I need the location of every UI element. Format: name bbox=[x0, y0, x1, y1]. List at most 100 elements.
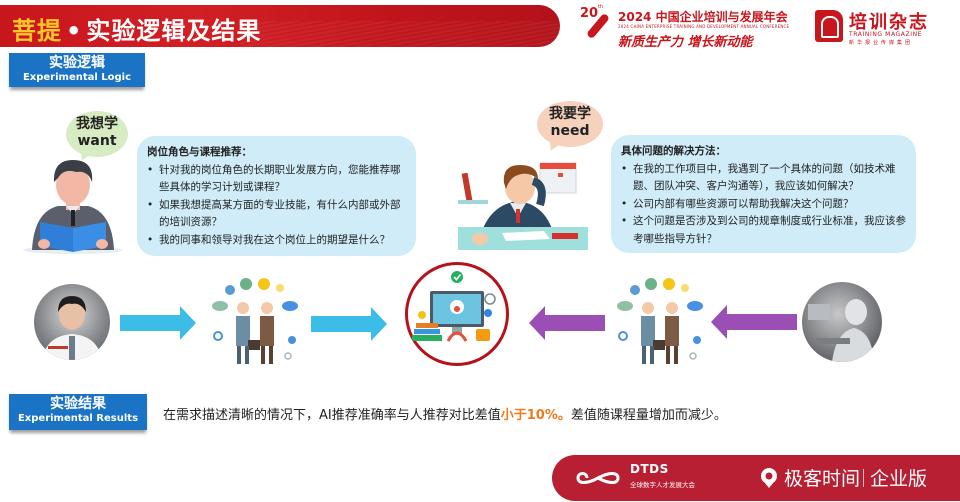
geektime-edition: 企业版 bbox=[870, 468, 928, 490]
briefcase-icon bbox=[653, 340, 665, 350]
desk-papers bbox=[502, 231, 550, 241]
worker-face bbox=[505, 170, 535, 204]
handshake-illustration-right bbox=[617, 278, 703, 364]
trend-icon bbox=[258, 278, 270, 290]
list-item: 如果我想提高某方面的专业技能，有什么内部或外部的培训资源？ bbox=[147, 197, 406, 232]
gear-icon bbox=[213, 331, 223, 341]
worker-hair bbox=[503, 165, 538, 189]
footer-divider bbox=[863, 469, 864, 487]
email-icon bbox=[693, 336, 701, 344]
logic-section-label: 实验逻辑 Experimental Logic bbox=[9, 53, 145, 87]
conference-title: 2024 中国企业培训与发展年会 bbox=[618, 10, 788, 24]
edition-suffix: th bbox=[598, 4, 604, 10]
businessman-right-head bbox=[261, 302, 273, 314]
worker-tie bbox=[516, 209, 520, 223]
chat-bubble-icon bbox=[212, 301, 228, 311]
chat-bubble-icon bbox=[687, 301, 703, 311]
shelf bbox=[458, 200, 488, 204]
reader-right-hand bbox=[96, 239, 108, 249]
magazine-publisher: 新华报业传媒集团 bbox=[849, 40, 914, 46]
email-icon bbox=[288, 336, 296, 344]
online-learning-illustration bbox=[412, 271, 496, 342]
dtds-name: DTDS bbox=[630, 462, 669, 476]
businessman-right bbox=[665, 316, 679, 346]
gear-icon bbox=[618, 331, 628, 341]
want-speech-bubble: 我想学 want bbox=[66, 111, 128, 157]
list-item: 在我的工作项目中，我遇到了一个具体的问题（如技术难题、团队冲突、客户沟通等），我… bbox=[621, 161, 906, 196]
flow-arrow-left bbox=[529, 306, 605, 340]
conference-mark-icon: 20 th bbox=[578, 4, 612, 48]
brand-name: 菩提 bbox=[12, 17, 62, 45]
role-course-title: 岗位角色与课程推荐： bbox=[147, 146, 252, 158]
reader-tie bbox=[71, 210, 75, 226]
reader-face bbox=[56, 165, 90, 205]
need-bubble-en: need bbox=[550, 123, 590, 139]
role-course-list: 针对我的岗位角色的长期职业发展方向，您能推荐哪些具体的学习计划或课程？ 如果我想… bbox=[147, 162, 406, 250]
human-advisor-photo bbox=[34, 284, 110, 360]
list-item: 公司内部有哪些资源可以帮助我解决这个问题？ bbox=[621, 196, 906, 214]
briefcase-icon bbox=[248, 340, 260, 350]
geektime-logo-icon bbox=[761, 468, 777, 488]
lightbulb-icon bbox=[276, 284, 284, 292]
problem-solving-list: 在我的工作项目中，我遇到了一个具体的问题（如技术难题、团队冲突、客户沟通等），我… bbox=[621, 161, 906, 249]
flow-arrow-right bbox=[120, 306, 196, 340]
learning-platform-circle bbox=[405, 262, 509, 366]
businessman-left bbox=[236, 316, 250, 346]
clipboard-icon bbox=[645, 278, 657, 290]
want-bubble-cn: 我想学 bbox=[76, 116, 118, 132]
pie-chart-icon bbox=[225, 285, 235, 295]
results-label-en: Experimental Results bbox=[17, 413, 139, 424]
businessman-left-head bbox=[642, 302, 654, 314]
list-item: 我的同事和领导对我在这个岗位上的期望是什么？ bbox=[147, 232, 406, 250]
results-highlight: 小于10%。 bbox=[500, 408, 571, 423]
list-item: 针对我的岗位角色的长期职业发展方向，您能推荐哪些具体的学习计划或课程？ bbox=[147, 162, 406, 197]
handshake-illustration-left bbox=[212, 278, 298, 364]
businessman-right bbox=[260, 316, 274, 346]
worker-hand bbox=[472, 233, 488, 245]
books-icon bbox=[416, 323, 438, 328]
list-item: 这个问题是否涉及到公司的规章制度或行业标准，我应该参考哪些指导方针？ bbox=[621, 213, 906, 248]
lightbulb-icon bbox=[681, 284, 689, 292]
reader-left-hand bbox=[38, 239, 50, 249]
dtds-subtitle: 全球数字人才发展大会 bbox=[630, 481, 695, 489]
worker-arm bbox=[531, 177, 546, 207]
magazine-name-cn: 培训杂志 bbox=[849, 12, 929, 33]
header-banner: 菩提•实验逻辑及结果 bbox=[0, 5, 560, 47]
logic-label-cn: 实验逻辑 bbox=[49, 55, 105, 71]
mug-icon bbox=[476, 329, 490, 341]
calendar-icon bbox=[539, 162, 577, 194]
gear-icon bbox=[689, 352, 697, 360]
reading-person-illustration bbox=[23, 160, 123, 254]
edition-number: 20 bbox=[580, 6, 599, 21]
headphones-icon bbox=[446, 331, 468, 342]
trend-icon bbox=[663, 278, 675, 290]
magazine-emblem-icon bbox=[815, 10, 843, 42]
conference-subtitle: 2024 CHINA ENTERPRISE TRAINING AND DEVEL… bbox=[618, 24, 790, 29]
gears-icon bbox=[484, 309, 492, 317]
ai-robot-photo bbox=[802, 282, 882, 362]
conference-slogan: 新质生产力 增长新动能 bbox=[618, 35, 753, 50]
robot-avatar-icon bbox=[808, 299, 874, 362]
check-badge-icon bbox=[451, 271, 463, 283]
results-statement: 在需求描述清晰的情况下，AI推荐准确率与人推荐对比差值小于10%。差值随课程量增… bbox=[163, 404, 727, 423]
title-text: 实验逻辑及结果 bbox=[86, 17, 262, 45]
geektime-name: 极客时间 bbox=[784, 468, 861, 490]
desk-book-icon bbox=[552, 233, 578, 239]
problem-solving-card: 具体问题的解决方法： 在我的工作项目中，我遇到了一个具体的问题（如技术难题、团队… bbox=[611, 135, 916, 253]
need-speech-bubble: 我要学 need bbox=[537, 101, 603, 147]
magnifier-icon bbox=[484, 293, 496, 305]
magazine-name-en: TRAINING MAGAZINE bbox=[849, 31, 923, 38]
reader-hair bbox=[53, 160, 93, 182]
flow-arrow-left bbox=[711, 305, 797, 339]
flow-arrow-right bbox=[311, 307, 387, 341]
businessman-left bbox=[641, 316, 655, 346]
human-avatar-icon bbox=[42, 296, 102, 360]
title-separator: • bbox=[66, 17, 83, 45]
chat-bubble-icon bbox=[282, 301, 298, 311]
lightbulb-icon bbox=[418, 311, 426, 319]
infinity-icon bbox=[576, 472, 620, 484]
need-bubble-cn: 我要学 bbox=[549, 106, 591, 122]
clipboard-icon bbox=[240, 278, 252, 290]
businessman-left-head bbox=[237, 302, 249, 314]
results-text-after: 差值随课程量增加而减少。 bbox=[570, 408, 727, 423]
